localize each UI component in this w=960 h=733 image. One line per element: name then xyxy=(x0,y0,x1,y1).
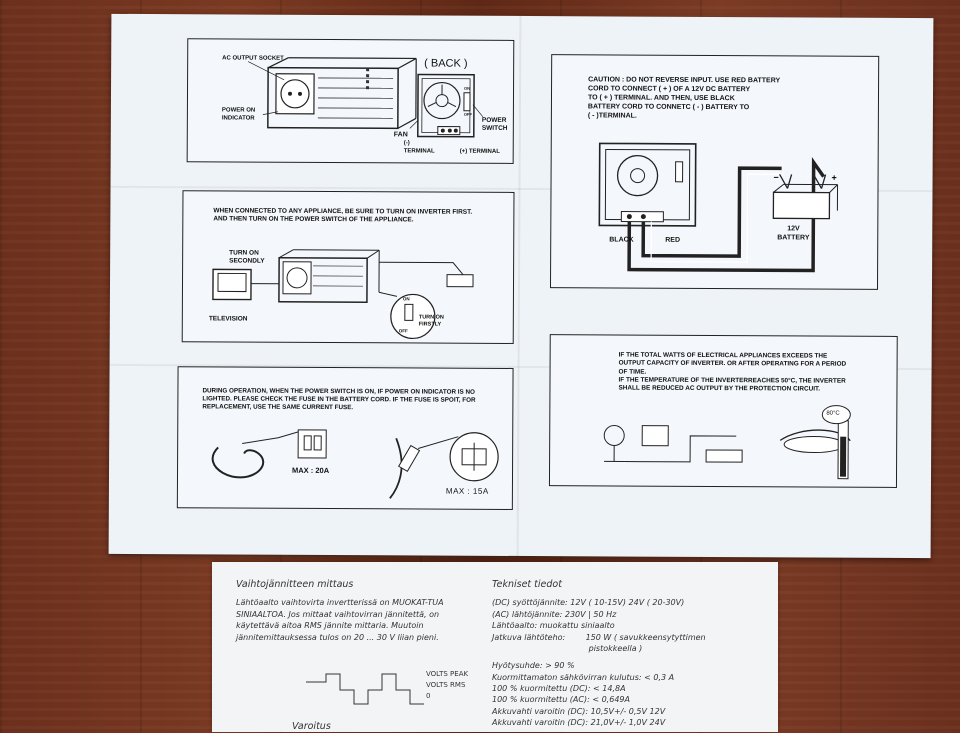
volts-rms-label: VOLTS RMS xyxy=(426,681,465,691)
manual-sheet: ( BACK ) AC OUTPUT SOCKET POWER ON INDIC… xyxy=(109,14,934,558)
voltage-measurement-body: Lähtöaalto vaihtovirta invertterissä on … xyxy=(236,597,476,642)
svg-text:+: + xyxy=(832,173,837,183)
television-label: TELEVISION xyxy=(209,315,248,324)
panel-caution-battery: CAUTION : DO NOT REVERSE INPUT. USE RED … xyxy=(550,54,879,290)
back-label: ( BACK ) xyxy=(424,56,467,71)
battery-label: 12V BATTERY xyxy=(777,224,809,242)
max-15a-label: MAX : 15A xyxy=(446,487,489,498)
fold-line-vertical xyxy=(517,16,522,556)
spec-row: 100 % kuormitettu (AC): < 0,649A xyxy=(492,694,772,705)
panel-product-overview: ( BACK ) AC OUTPUT SOCKET POWER ON INDIC… xyxy=(187,38,515,164)
spec-row: Akkuvahti varoitin (DC): 21,0V+/- 1,0V 2… xyxy=(492,717,772,728)
minus-terminal-label: (-) TERMINAL xyxy=(404,140,435,156)
ac-socket-label: AC OUTPUT SOCKET xyxy=(222,55,284,63)
volts-peak-label: VOLTS PEAK xyxy=(426,670,468,680)
switch-off-label: OFF xyxy=(399,328,408,334)
on-label: ON xyxy=(464,86,470,91)
turn-on-secondly-label: TURN ON SECONDLY xyxy=(229,249,265,266)
overload-diagram xyxy=(550,335,897,487)
spec-row: Hyötysuhde: > 90 % xyxy=(492,660,772,671)
warning-title: Varoitus xyxy=(292,720,492,733)
temp-label: 80°C xyxy=(826,411,839,419)
spec-row: 100 % kuormitettu (DC): < 14,8A xyxy=(492,683,772,694)
off-label: OFF xyxy=(464,112,472,117)
left-column: Vaihtojännitteen mittaus Lähtöaalto vaih… xyxy=(236,578,476,643)
spec-row: Lähtöaalto: muokattu siniaalto xyxy=(492,620,772,631)
spec-row: (AC) lähtöjännite: 230V | 50 Hz xyxy=(492,609,772,620)
battery-connection-diagram: − + xyxy=(551,55,878,289)
spec-row: Jatkuva lähtöteho: 150 W ( savukkeensyty… xyxy=(492,632,772,643)
black-label: BLACK xyxy=(609,235,634,244)
spec-row: (DC) syöttöjännite: 12V ( 10-15V) 24V ( … xyxy=(492,597,772,608)
max-20a-label: MAX : 20A xyxy=(292,466,329,476)
panel-overload: IF THE TOTAL WATTS OF ELECTRICAL APPLIAN… xyxy=(549,334,898,488)
spec-row: Akkuvahti varoitin (DC): 10,5V+/- 0,5V 1… xyxy=(492,706,772,717)
red-label: RED xyxy=(665,236,680,245)
turn-on-firstly-label: TURN ON FIRSTLY xyxy=(419,314,444,328)
panel-appliance-connection: WHEN CONNECTED TO ANY APPLIANCE, BE SURE… xyxy=(182,190,515,344)
finnish-sheet: Vaihtojännitteen mittaus Lähtöaalto vaih… xyxy=(212,562,778,732)
spec-row: Kuormittamaton sähkövirran kulutus: < 0,… xyxy=(492,672,772,683)
spec-row: pistokkeella ) xyxy=(492,643,772,654)
switch-on-label: ON xyxy=(403,296,410,302)
power-on-indicator-label: POWER ON INDICATOR xyxy=(222,107,255,123)
svg-text:−: − xyxy=(774,172,779,182)
voltage-measurement-title: Vaihtojännitteen mittaus xyxy=(236,578,476,591)
power-switch-label: POWER SWITCH xyxy=(482,117,508,134)
fan-label: FAN xyxy=(394,130,408,139)
zero-label: 0 xyxy=(426,692,430,702)
plus-terminal-label: (+) TERMINAL xyxy=(460,149,500,157)
specs-title: Tekniset tiedot xyxy=(492,578,772,591)
right-column: Tekniset tiedot (DC) syöttöjännite: 12V … xyxy=(492,578,772,728)
panel-fuse: DURING OPERATION, WHEN THE POWER SWITCH … xyxy=(177,366,514,510)
